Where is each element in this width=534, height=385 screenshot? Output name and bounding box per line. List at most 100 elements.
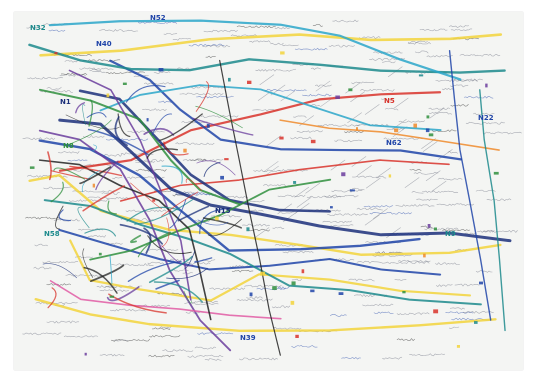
- station-mark: [280, 51, 285, 54]
- handwritten-note: [250, 41, 271, 43]
- handwritten-note: [163, 350, 193, 352]
- handwritten-note: [291, 137, 312, 139]
- station-mark: [215, 217, 219, 221]
- hatch-note: [264, 161, 278, 171]
- station-mark: [434, 228, 437, 231]
- handwritten-note: [361, 89, 395, 91]
- handwritten-note: [183, 272, 193, 274]
- handwritten-note: [104, 154, 122, 156]
- handwritten-note: [318, 124, 360, 126]
- handwritten-note: [364, 206, 393, 208]
- station-mark: [110, 296, 115, 298]
- handwritten-note: [307, 196, 341, 198]
- station-mark: [220, 176, 224, 180]
- hatch-note: [365, 215, 379, 225]
- station-mark: [54, 52, 57, 54]
- line-label: N40: [96, 40, 112, 48]
- handwritten-note: [195, 347, 216, 349]
- handwritten-note: [149, 355, 175, 357]
- station-mark: [457, 345, 460, 348]
- handwritten-note: [302, 94, 331, 96]
- hub-tangle-stroke: [91, 265, 124, 281]
- handwritten-note: [429, 108, 450, 110]
- handwritten-note: [112, 264, 154, 266]
- hub-tangle-stroke: [110, 255, 112, 283]
- handwritten-note: [229, 215, 240, 217]
- handwritten-note: [450, 308, 464, 310]
- station-mark: [419, 74, 423, 76]
- handwritten-note: [148, 262, 164, 264]
- hatch-note: [297, 197, 311, 207]
- handwritten-note: [254, 170, 281, 172]
- hatch-note: [376, 168, 390, 178]
- hatch-note: [365, 104, 379, 114]
- hatch-note: [405, 178, 419, 188]
- handwritten-note: [357, 208, 383, 210]
- handwritten-note: [410, 169, 421, 170]
- handwritten-note: [136, 161, 155, 163]
- station-mark: [246, 227, 249, 231]
- station-mark: [335, 96, 340, 100]
- handwritten-note: [330, 315, 346, 317]
- hub-tangle-stroke: [204, 218, 242, 228]
- line-label: N9: [445, 230, 456, 238]
- station-mark: [330, 206, 333, 208]
- handwritten-note: [397, 313, 429, 315]
- handwritten-note: [414, 172, 438, 174]
- line-label: N62: [386, 139, 402, 147]
- handwritten-note: [466, 122, 504, 124]
- handwritten-note: [282, 45, 298, 46]
- station-mark: [433, 309, 438, 313]
- handwritten-note: [374, 52, 403, 54]
- station-mark: [207, 124, 210, 128]
- station-mark: [428, 224, 431, 228]
- transit-line: [450, 51, 491, 320]
- handwritten-note: [382, 61, 395, 62]
- handwritten-note: [397, 339, 415, 341]
- handwritten-note: [201, 116, 238, 118]
- station-mark: [310, 290, 314, 293]
- handwritten-note: [47, 87, 61, 89]
- handwritten-note: [158, 101, 171, 103]
- handwritten-note: [332, 190, 362, 192]
- handwritten-note: [49, 30, 65, 32]
- handwritten-note: [349, 279, 375, 281]
- handwritten-note: [275, 27, 289, 29]
- transit-line: [36, 299, 496, 331]
- station-mark: [350, 189, 355, 191]
- station-mark: [147, 118, 149, 121]
- hatch-note: [260, 75, 274, 85]
- handwritten-note: [273, 227, 284, 229]
- handwritten-note: [409, 354, 444, 356]
- handwritten-note: [487, 199, 511, 201]
- handwritten-note: [483, 132, 521, 134]
- station-mark: [311, 140, 316, 143]
- handwritten-note: [34, 267, 52, 269]
- station-mark: [30, 166, 35, 169]
- hub-tangle-stroke: [131, 236, 140, 243]
- line-label: N22: [478, 114, 494, 122]
- hatch-note: [366, 178, 380, 188]
- handwritten-note: [265, 89, 307, 91]
- station-mark: [426, 128, 430, 132]
- hub-tangle-stroke: [80, 167, 110, 183]
- hatch-note: [267, 136, 281, 146]
- handwritten-note: [88, 197, 130, 199]
- handwritten-note: [160, 327, 171, 329]
- station-mark: [292, 281, 296, 285]
- handwritten-note: [189, 44, 224, 46]
- station-mark: [423, 254, 426, 258]
- transit-line: [480, 90, 505, 331]
- station-mark: [295, 335, 299, 338]
- handwritten-note: [352, 82, 374, 84]
- handwritten-note: [239, 358, 277, 360]
- handwritten-note: [455, 284, 479, 286]
- station-mark: [474, 321, 478, 324]
- handwritten-note: [106, 139, 148, 141]
- handwritten-note: [436, 285, 452, 287]
- handwritten-note: [395, 279, 406, 280]
- handwritten-note: [438, 178, 462, 180]
- handwritten-note: [113, 177, 123, 179]
- station-mark: [99, 253, 102, 256]
- handwritten-note: [43, 261, 78, 263]
